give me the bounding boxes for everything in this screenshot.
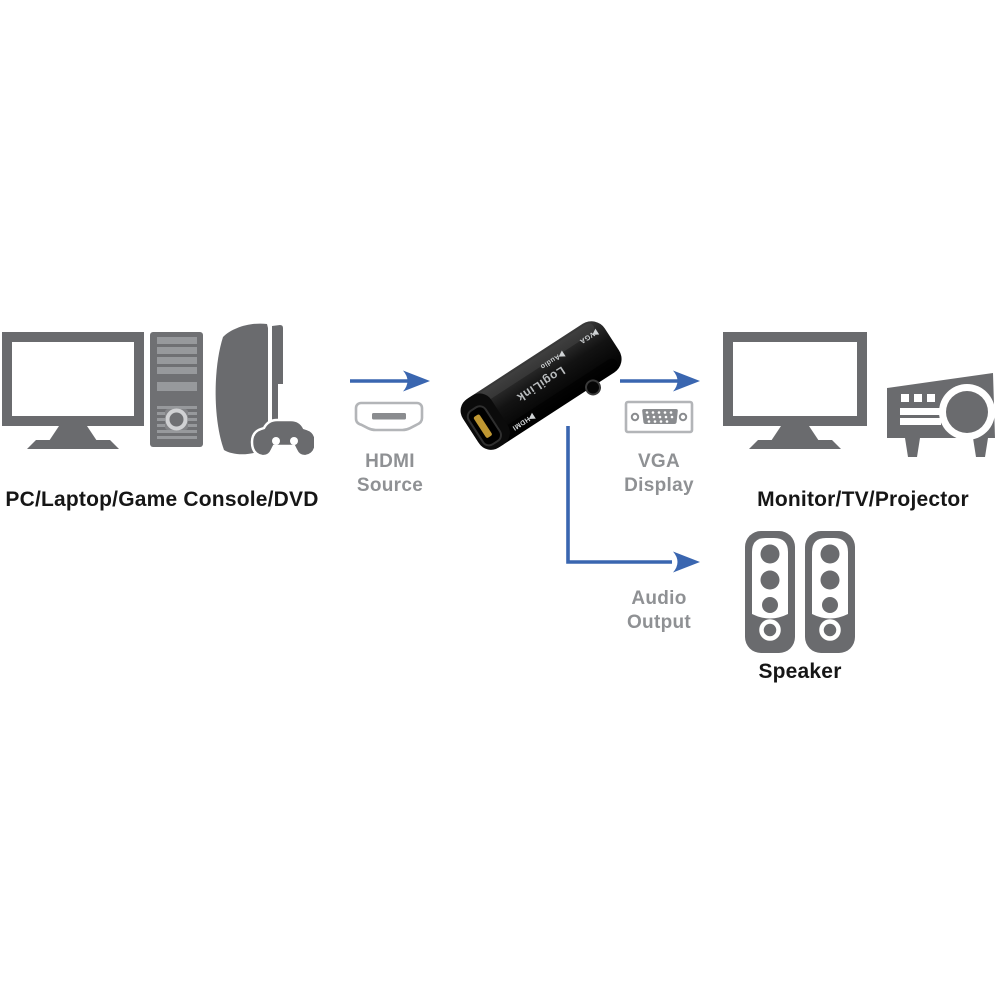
projector-foot-left bbox=[905, 438, 920, 457]
projector-lens bbox=[946, 391, 988, 433]
adapter-hdmi-contacts bbox=[473, 414, 492, 438]
arrow-elbow-audio-icon bbox=[566, 426, 700, 573]
speaker-icon-left bbox=[745, 531, 795, 653]
game-console-icon bbox=[215, 323, 314, 458]
speaker-label: Speaker bbox=[758, 660, 842, 683]
arrow-right-vga-icon bbox=[620, 370, 700, 392]
console-body bbox=[215, 323, 268, 455]
hdmi-source-label: HDMI Source bbox=[356, 451, 424, 496]
pc-tower-icon bbox=[150, 332, 203, 447]
speaker-driver bbox=[760, 544, 780, 564]
speaker-icon-right bbox=[805, 531, 855, 653]
audio-output-label: Audio Output bbox=[626, 588, 692, 633]
monitor-icon bbox=[2, 332, 144, 449]
tower-power-button bbox=[165, 408, 188, 431]
vga-display-label: VGA Display bbox=[624, 451, 694, 496]
vga-screw-left bbox=[630, 412, 640, 422]
monitor-screen bbox=[723, 332, 867, 426]
projector-foot-right bbox=[973, 438, 988, 457]
projector-icon bbox=[887, 373, 995, 457]
console-edge bbox=[272, 325, 283, 422]
vga-screw-right bbox=[678, 412, 688, 422]
hdmi-connector-icon bbox=[354, 401, 424, 432]
speaker-driver bbox=[760, 570, 780, 590]
display-devices-label: Monitor/TV/Projector bbox=[757, 488, 969, 511]
speaker-port bbox=[759, 619, 781, 641]
speaker-port bbox=[819, 619, 841, 641]
arrow-right-hdmi-icon bbox=[350, 370, 430, 392]
monitor-icon-right bbox=[723, 332, 867, 449]
monitor-stand-base bbox=[27, 440, 119, 449]
projector-vents bbox=[900, 394, 941, 425]
vga-pins bbox=[645, 411, 674, 423]
speaker-driver bbox=[762, 597, 778, 613]
speaker-driver bbox=[820, 544, 840, 564]
monitor-stand-neck bbox=[771, 426, 819, 441]
vga-connector-icon bbox=[624, 400, 694, 434]
speaker-driver bbox=[820, 570, 840, 590]
gamepad-icon bbox=[250, 418, 314, 458]
monitor-screen bbox=[2, 332, 144, 426]
source-devices-label: PC/Laptop/Game Console/DVD bbox=[5, 488, 319, 511]
hdmi-pin-strip bbox=[372, 413, 406, 420]
speaker-driver bbox=[822, 597, 838, 613]
monitor-stand-neck bbox=[49, 426, 97, 441]
hdmi-to-vga-adapter-image: LogiLink VGA Audio HDMI bbox=[460, 321, 622, 450]
monitor-stand-base bbox=[749, 440, 841, 449]
adapter-audio-jack bbox=[585, 379, 602, 396]
